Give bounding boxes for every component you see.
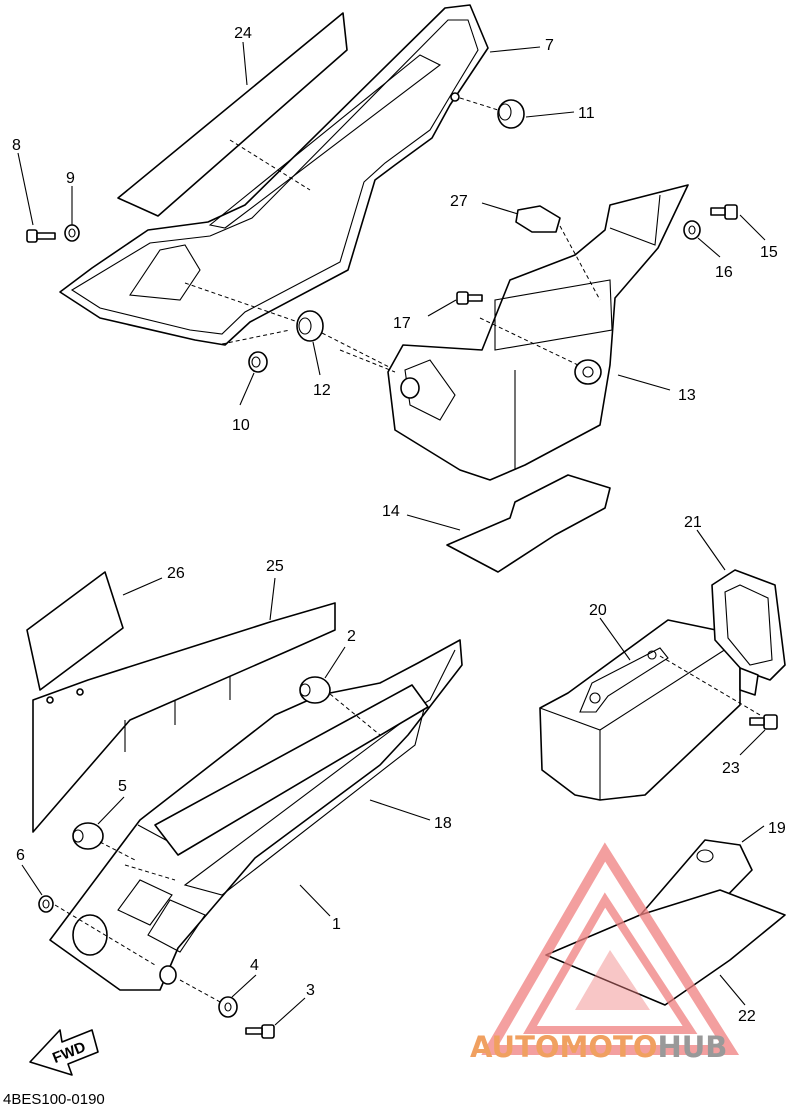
- part-20-tool-box: [539, 619, 761, 801]
- part-14-pad: [446, 474, 611, 573]
- callout-labels: 24 7 8 9 11 27 15 16 17 10 12 13 14 26 2…: [12, 25, 786, 1025]
- callout-18: 18: [434, 815, 452, 832]
- callout-24: 24: [234, 25, 252, 42]
- callout-12: 12: [313, 382, 331, 399]
- callout-20: 20: [589, 602, 607, 619]
- callout-17: 17: [393, 315, 411, 332]
- callout-2: 2: [347, 628, 356, 645]
- callout-26: 26: [167, 565, 185, 582]
- leader-lines: [17, 41, 766, 1026]
- part-13-bracket: [221, 184, 689, 481]
- callout-16: 16: [715, 264, 733, 281]
- part-4-collar: [218, 996, 238, 1018]
- part-27-clip: [515, 205, 601, 301]
- callout-15: 15: [760, 244, 778, 261]
- callout-7: 7: [545, 37, 554, 54]
- part-8-bolt: [26, 229, 56, 243]
- callout-11: 11: [578, 105, 595, 122]
- part-15-bolt: [710, 204, 738, 220]
- callout-9: 9: [66, 170, 75, 187]
- part-11-grommet: [450, 92, 525, 129]
- part-25-panel: [32, 602, 336, 833]
- callout-1: 1: [332, 916, 341, 933]
- part-17-bolt: [456, 291, 483, 305]
- fwd-arrow-icon: FWD: [29, 1029, 99, 1076]
- triangle-logo-icon: [481, 842, 740, 1055]
- callout-23: 23: [722, 760, 740, 777]
- part-6-collar: [38, 895, 54, 913]
- callout-14: 14: [382, 503, 400, 520]
- watermark: [481, 842, 740, 1055]
- callout-4: 4: [250, 957, 259, 974]
- part-24-decal: [117, 12, 348, 217]
- part-12-grommet: [184, 282, 396, 371]
- callout-6: 6: [16, 847, 25, 864]
- part-16-collar: [683, 220, 701, 240]
- part-5-grommet: [72, 822, 136, 861]
- callout-8: 8: [12, 137, 21, 154]
- part-9-collar: [64, 224, 80, 242]
- part-21-band: [711, 569, 786, 696]
- part-26-decal: [26, 571, 124, 691]
- callout-22: 22: [738, 1008, 756, 1025]
- callout-10: 10: [232, 417, 250, 434]
- callout-3: 3: [306, 982, 315, 999]
- callout-25: 25: [266, 558, 284, 575]
- part-7-side-cover: [59, 4, 489, 346]
- part-10-grommet: [248, 351, 268, 373]
- callout-21: 21: [684, 514, 702, 531]
- callout-19: 19: [768, 820, 786, 837]
- part-2-grommet: [299, 676, 381, 736]
- diagram-code: 4BES100-0190: [3, 1091, 105, 1106]
- callout-27: 27: [450, 193, 468, 210]
- part-18-decal: [154, 684, 429, 856]
- watermark-brand: AUTOMOTOHUB: [470, 1030, 727, 1064]
- callout-5: 5: [118, 778, 127, 795]
- part-23-bolt: [749, 714, 778, 730]
- callout-13: 13: [678, 387, 696, 404]
- part-3-bolt: [245, 1024, 275, 1039]
